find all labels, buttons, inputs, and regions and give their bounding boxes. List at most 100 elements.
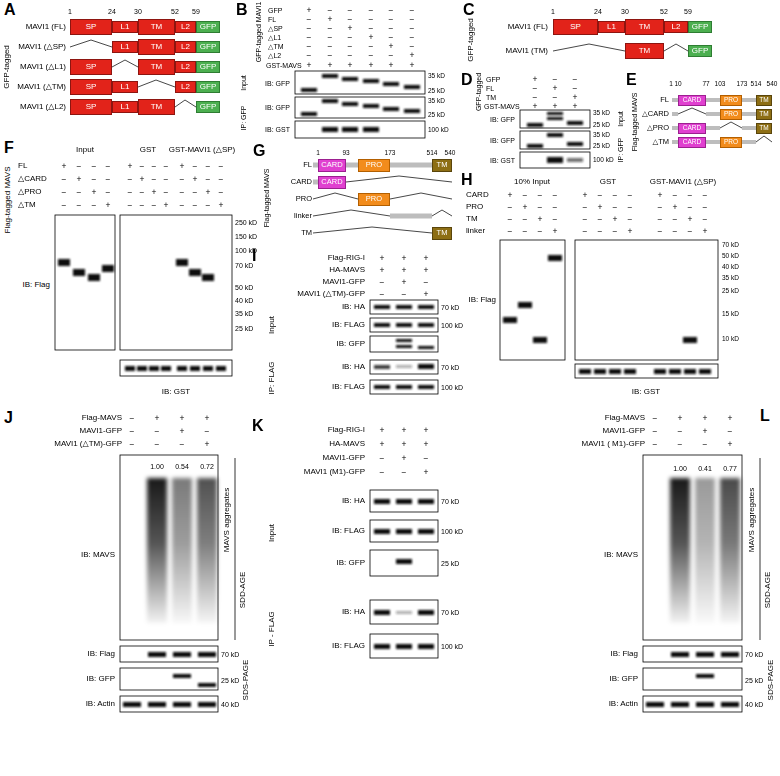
domain-name: TM (437, 229, 448, 237)
figure-label: − (328, 6, 333, 15)
blot-bands-part (396, 345, 412, 348)
domain-box: L1 (112, 81, 138, 93)
figure-label: MAVI1 (FL) (508, 23, 548, 31)
blot-bands-part (418, 644, 434, 649)
domain-box: L2 (175, 61, 196, 73)
domain-box: SP (70, 99, 112, 115)
figure-label: − (628, 215, 633, 224)
blot-bands-part (374, 385, 390, 389)
panel-letter: L (760, 408, 770, 424)
bracket-lines-part (235, 458, 236, 640)
figure-label: △TM (268, 43, 284, 50)
figure-label: 150 kD (235, 233, 257, 240)
blot-bands-part (547, 117, 563, 120)
figure-label: − (348, 6, 353, 15)
blot-bands-part (699, 369, 711, 374)
domain-box: TM (432, 227, 452, 240)
domain-name: GFP (200, 103, 216, 111)
domain-name: GFP (692, 23, 708, 31)
blot-bands-part (173, 702, 191, 707)
figure-label: 514 (751, 81, 762, 88)
figure-label: + (402, 454, 407, 463)
figure-label: 77 (702, 81, 709, 88)
figure-label: 35 kD (593, 132, 610, 139)
figure-label: 1 (68, 8, 72, 15)
figure-label: GST (600, 178, 616, 186)
blot-frames-part (500, 240, 565, 360)
blot-frames-part (120, 215, 232, 350)
figure-label: − (92, 201, 97, 210)
figure-label: IB: GFP (87, 675, 115, 683)
blot-bands-part (342, 127, 358, 132)
aggregate-smears (147, 478, 740, 623)
figure-label: + (402, 278, 407, 287)
figure-label: FL (660, 96, 669, 104)
rotated-label: GFP-tagged (475, 73, 482, 111)
figure-label: + (598, 203, 603, 212)
figure-label: − (410, 33, 415, 42)
figure-label: − (307, 42, 312, 51)
blot-bands-part (374, 610, 390, 615)
panel-letter: D (461, 72, 473, 88)
blot-bands-part (696, 702, 714, 707)
blot-bands-part (418, 610, 434, 615)
blot-bands-part (548, 255, 562, 261)
blot-bands-part (396, 339, 412, 342)
figure-label: 50 kD (235, 284, 253, 291)
blot-bands-part (198, 702, 216, 707)
rotated-label: GFP-tagged MAVI1 (255, 2, 262, 63)
figure-label: − (613, 191, 618, 200)
figure-label: − (598, 227, 603, 236)
figure-label: 25 kD (441, 560, 459, 567)
figure-label: linker (294, 212, 312, 220)
domain-box: SP (70, 79, 112, 95)
figure-label: + (380, 254, 385, 263)
figure-label: − (389, 24, 394, 33)
blot-frames-part (120, 455, 218, 640)
blot-bands-part (518, 302, 532, 308)
figure-label: 10 kD (722, 336, 739, 343)
figure-label: − (673, 215, 678, 224)
figure-label: − (628, 203, 633, 212)
blot-bands-part (527, 144, 543, 148)
bracket-lines-part (760, 458, 761, 640)
figure-label: 35 kD (235, 310, 253, 317)
figure-label: + (164, 201, 169, 210)
figure-label: + (533, 75, 538, 84)
domain-name: PRO (366, 195, 382, 203)
figure-label: 70 kD (235, 262, 253, 269)
deletion-lines-part (138, 80, 175, 87)
blot-bands-part (654, 369, 666, 374)
figure-label: − (673, 191, 678, 200)
figure-label: − (389, 15, 394, 24)
rotated-label: IP: GFP (240, 106, 247, 131)
blot-bands-part (73, 269, 85, 276)
rotated-label: SDD-AGE (239, 572, 247, 608)
domain-box: CARD (678, 123, 706, 134)
blot-frames-part (120, 360, 232, 376)
figure-label: △TM (18, 201, 36, 209)
figure-label: 1 (316, 150, 320, 157)
figure-label: + (206, 188, 211, 197)
figure-label: − (628, 191, 633, 200)
figure-label: Flag-RIG-I (328, 254, 365, 262)
deletion-lines-part (720, 122, 742, 128)
blot-bands-part (198, 683, 216, 687)
figure-label: 35 kD (428, 73, 445, 80)
blot-bands-part (176, 259, 188, 266)
figure-label: + (62, 162, 67, 171)
figure-label: MAVI1 (TM) (505, 47, 548, 55)
figure-label: + (424, 254, 429, 263)
figure-label: − (62, 175, 67, 184)
figure-label: − (77, 162, 82, 171)
rotated-label: SDS-PAGE (767, 660, 775, 701)
figure-label: − (658, 227, 663, 236)
figure-label: − (219, 188, 224, 197)
blot-bands-part (396, 559, 412, 564)
figure-label: − (77, 188, 82, 197)
figure-label: + (180, 414, 185, 423)
blot-bands-part (149, 366, 159, 371)
figure-label: MAVI1 (△TM) (17, 83, 66, 91)
domain-box: TM (756, 123, 772, 134)
figure-label: + (703, 427, 708, 436)
